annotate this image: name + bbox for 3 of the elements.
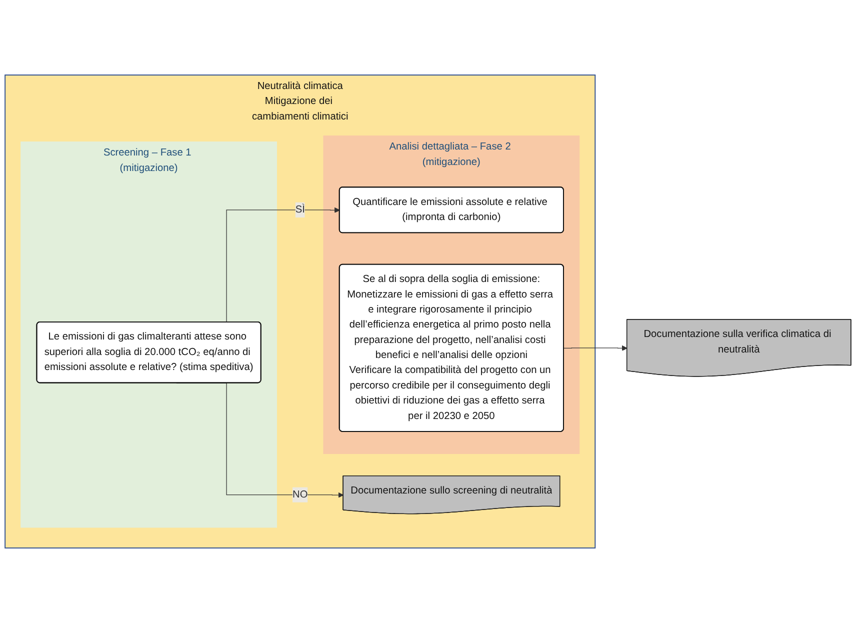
edge-label: NO bbox=[292, 489, 308, 500]
edge-label: SÌ bbox=[295, 204, 305, 215]
arrow bbox=[564, 345, 628, 351]
